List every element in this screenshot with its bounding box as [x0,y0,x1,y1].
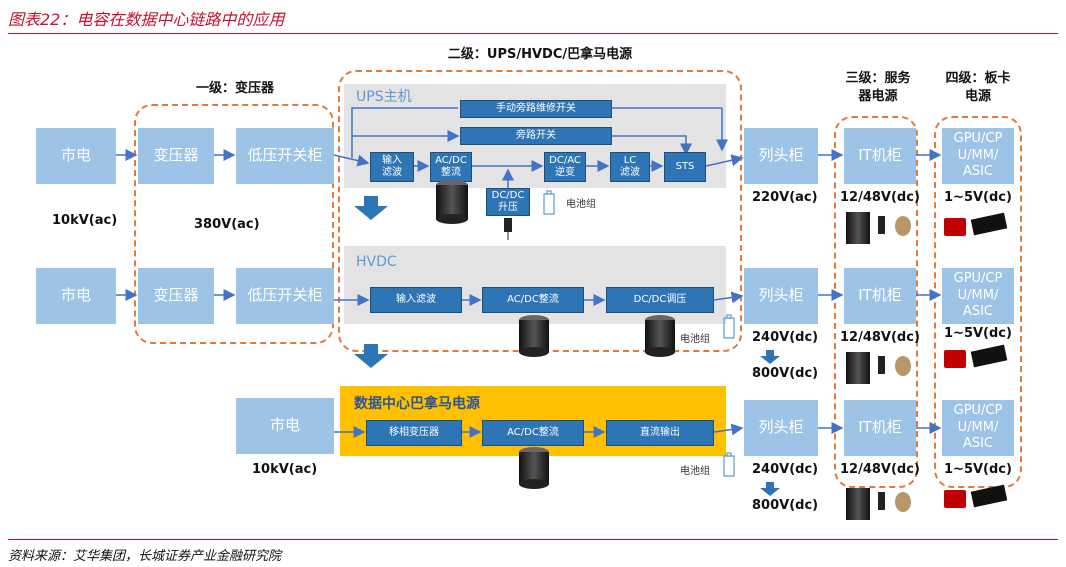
capacitor-icon [846,488,911,520]
row1-grid-box: 市电 [36,128,116,184]
row2-battery-label: 电池组 [680,334,710,345]
stage2-heading: 二级：UPS/HVDC/巴拿马电源 [447,47,633,62]
ups-dcac-box: DC/AC 逆变 [544,152,586,182]
row1-board-voltage: 1~5V(dc) [944,190,1012,205]
panama-phase-transformer-box: 移相变压器 [366,420,462,446]
row2-out-voltage2: 800V(dc) [752,366,819,381]
row3-it-cabinet-box: IT机柜 [844,400,916,456]
row1-input-voltage: 10kV(ac) [52,213,118,228]
row3-grid-box: 市电 [236,398,334,454]
row2-grid-box: 市电 [36,268,116,324]
down-arrow-icon [760,482,780,496]
ups-battery-label: 电池组 [566,199,596,210]
capacitor-icon [436,180,468,224]
footer-rule [8,539,1058,540]
capacitor-icon [519,447,549,489]
stage4-heading: 四级：板卡 电源 [945,71,1011,104]
row1-it-voltage: 12/48V(dc) [840,190,920,205]
ups-bypass-box: 旁路开关 [460,127,612,145]
row2-it-voltage: 12/48V(dc) [840,330,920,345]
row3-input-voltage: 10kV(ac) [252,462,318,477]
capacitor-icon [846,212,911,244]
hvdc-dcdc-box: DC/DC调压 [606,287,714,313]
row2-board-box: GPU/CP U/MM/ ASIC [942,268,1014,324]
panama-acdc-box: AC/DC整流 [482,420,584,446]
row3-out-voltage: 240V(dc) [752,462,819,477]
chip-icon [944,212,1008,236]
ups-sts-box: STS [664,152,706,182]
stage4-outline [934,116,1022,488]
row2-board-voltage: 1~5V(dc) [944,326,1012,341]
hvdc-input-filter-box: 输入滤波 [370,287,462,313]
chip-icon [944,484,1008,508]
row2-out-voltage: 240V(dc) [752,330,819,345]
figure-title: 图表22：电容在数据中心链路中的应用 [8,10,285,29]
ups-lc-filter-box: LC 滤波 [610,152,650,182]
row1-transformer-box: 变压器 [138,128,214,184]
ups-manual-bypass-box: 手动旁路维修开关 [460,100,612,118]
hvdc-acdc-box: AC/DC整流 [482,287,584,313]
hvdc-panel-label: HVDC [356,254,397,270]
capacitor-icon [846,352,911,384]
row3-cabinet-box: 列头柜 [744,400,818,456]
row1-board-box: GPU/CP U/MM/ ASIC [942,128,1014,184]
down-arrow-icon [760,350,780,364]
row1-out-voltage: 220V(ac) [752,190,818,205]
chip-icon [944,344,1008,368]
row2-it-cabinet-box: IT机柜 [844,268,916,324]
row3-board-box: GPU/CP U/MM/ ASIC [942,400,1014,456]
row1-it-cabinet-box: IT机柜 [844,128,916,184]
row1-mid-voltage: 380V(ac) [194,217,260,232]
stage1-outline [134,104,334,344]
down-arrow-icon [354,344,388,368]
row3-out-voltage2: 800V(dc) [752,498,819,513]
row2-cabinet-box: 列头柜 [744,268,818,324]
stage3-outline [834,116,918,488]
stage1-heading: 一级：变压器 [195,81,274,96]
row3-battery-label: 电池组 [680,466,710,477]
row3-board-voltage: 1~5V(dc) [944,462,1012,477]
ups-input-filter-box: 输入 滤波 [370,152,414,182]
down-arrow-icon [354,196,388,220]
capacitor-icon [519,315,549,357]
ups-panel-label: UPS主机 [356,89,412,105]
row2-lv-switch-box: 低压开关柜 [236,268,334,324]
row1-lv-switch-box: 低压开关柜 [236,128,334,184]
panama-panel-label: 数据中心巴拿马电源 [354,396,480,412]
source-note: 资料来源：艾华集团，长城证券产业金融研究院 [8,549,282,564]
title-rule [8,33,1058,34]
capacitor-icon [504,218,512,240]
stage3-heading: 三级：服务 器电源 [845,71,911,104]
row3-it-voltage: 12/48V(dc) [840,462,920,477]
ups-dcdc-box: DC/DC 升压 [486,188,530,216]
capacitor-icon [645,315,675,357]
battery-icon [543,190,735,477]
panama-dc-out-box: 直流输出 [606,420,714,446]
row2-transformer-box: 变压器 [138,268,214,324]
row1-cabinet-box: 列头柜 [744,128,818,184]
